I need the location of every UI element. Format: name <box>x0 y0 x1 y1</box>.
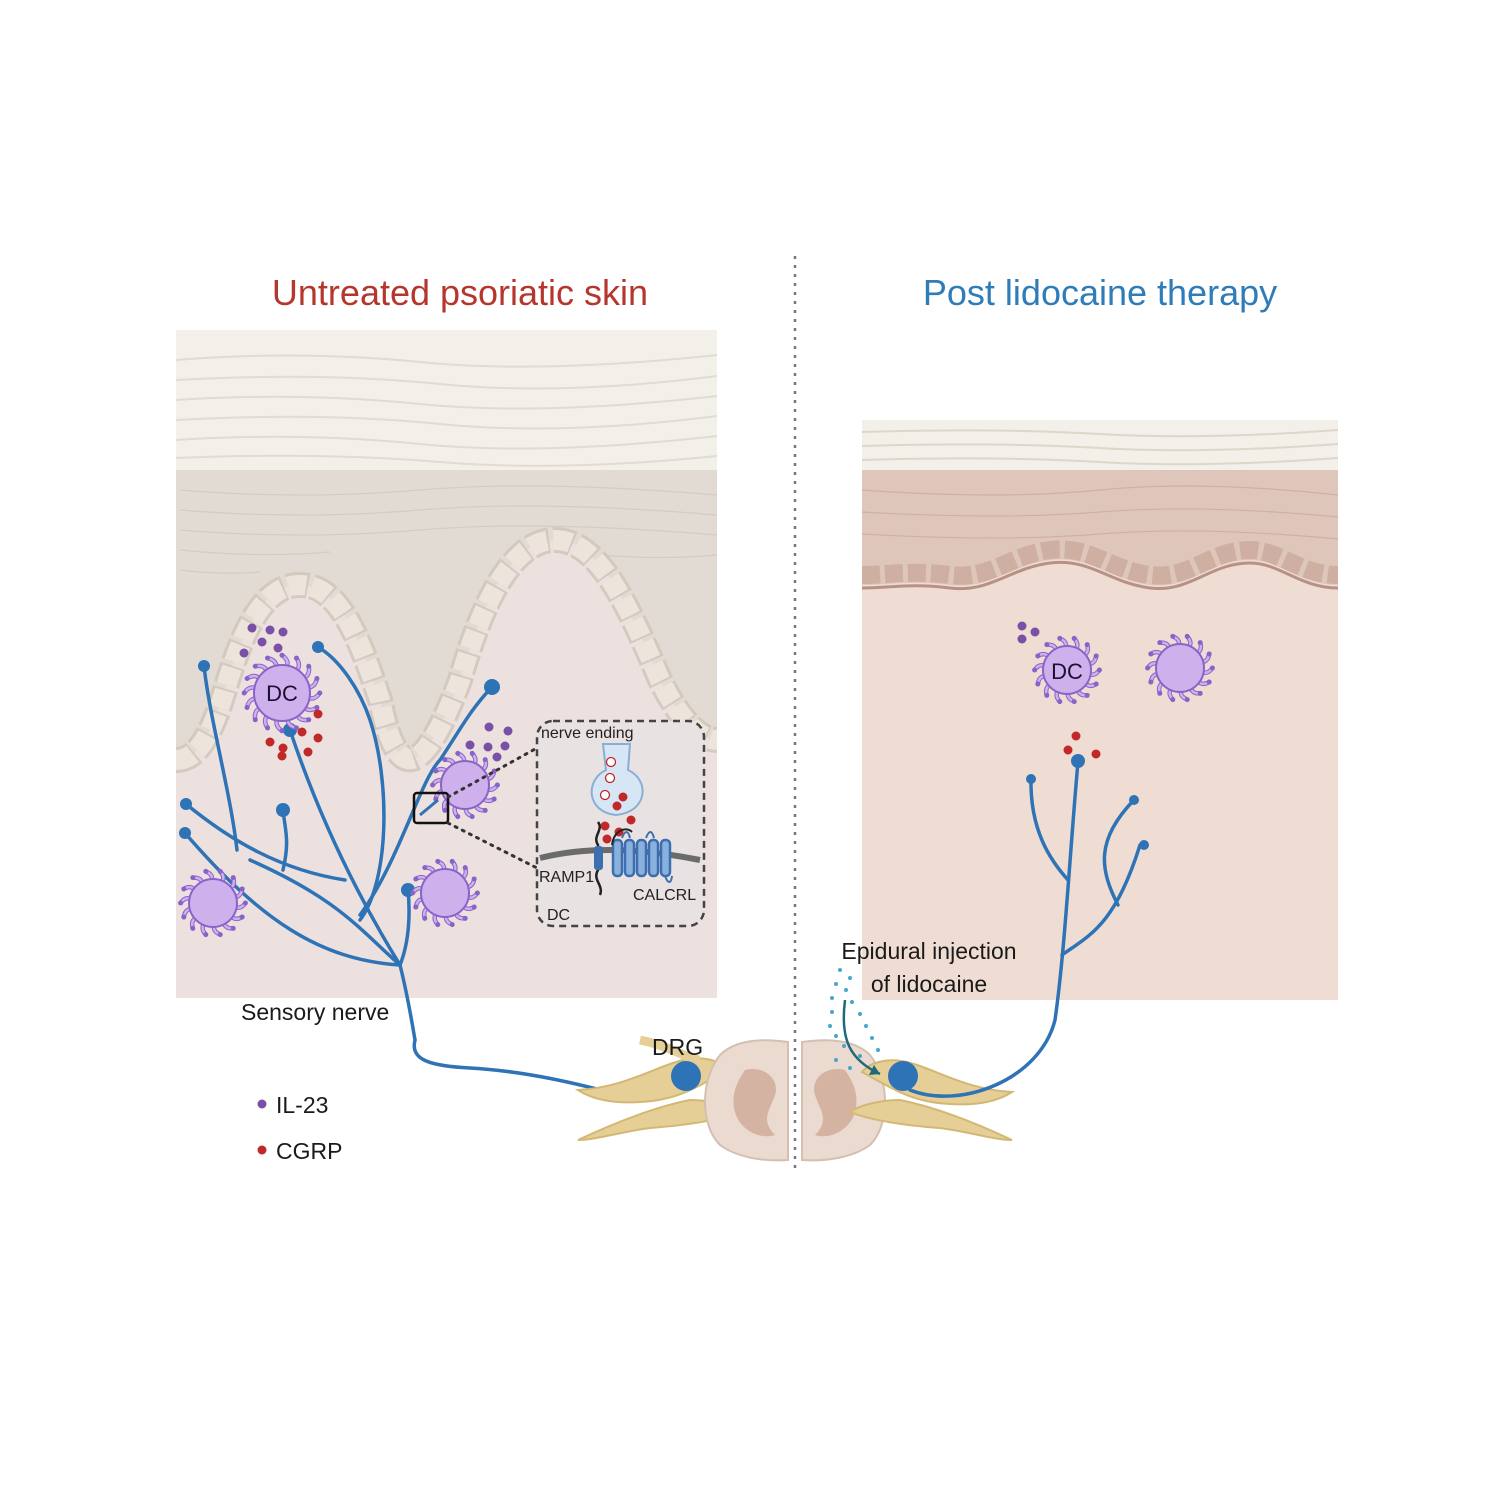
legend-label-cgrp: CGRP <box>276 1138 342 1164</box>
legend-item-cgrp: CGRP <box>257 1138 342 1164</box>
right-panel-title: Post lidocaine therapy <box>923 272 1277 313</box>
legend: IL-23 CGRP <box>257 1092 342 1164</box>
legend-swatch-cgrp <box>257 1145 267 1155</box>
ramp1-label: RAMP1 <box>539 869 594 886</box>
epidural-label-line2: of lidocaine <box>871 971 987 997</box>
drg-label: DRG <box>652 1034 703 1060</box>
dc-cell-right-2 <box>1145 633 1215 703</box>
dc-cell-right-1: DC <box>1032 635 1102 705</box>
inset-dc-label: DC <box>547 907 570 924</box>
legend-swatch-il23 <box>257 1099 267 1109</box>
left-panel-title: Untreated psoriatic skin <box>272 272 648 313</box>
cgrp-dots-right <box>1063 731 1101 759</box>
epidural-label-line1: Epidural injection <box>841 938 1016 964</box>
lidocaine-injection: Epidural injection of lidocaine <box>828 938 1017 1076</box>
dc-cell-left-4 <box>410 858 480 928</box>
right-skin-section <box>862 420 1338 1000</box>
legend-label-il23: IL-23 <box>276 1092 328 1118</box>
inset-title: nerve ending <box>541 725 634 742</box>
dc-cell-left-1: DC <box>241 652 323 734</box>
il23-dots-left <box>239 623 513 762</box>
legend-item-il23: IL-23 <box>257 1092 328 1118</box>
spinal-cord-left: DRG <box>574 1034 789 1162</box>
cgrp-dots-left <box>265 709 323 761</box>
sensory-nerve-label: Sensory nerve <box>241 999 389 1025</box>
right-nerve-terminals <box>1026 754 1149 850</box>
right-sensory-nerve <box>908 760 1142 1098</box>
il23-dots-right <box>1017 621 1040 644</box>
left-skin-section <box>176 330 717 998</box>
zoom-box <box>412 791 450 825</box>
calcrl-label: CALCRL <box>633 887 696 904</box>
spinal-cord-right <box>801 1039 1016 1162</box>
dc-label-right: DC <box>1051 659 1083 684</box>
dc-label-left: DC <box>266 681 298 706</box>
dc-cell-left-3 <box>178 868 248 938</box>
nerve-ending-inset: nerve ending RAMP1 CALCRL DC <box>535 719 706 928</box>
